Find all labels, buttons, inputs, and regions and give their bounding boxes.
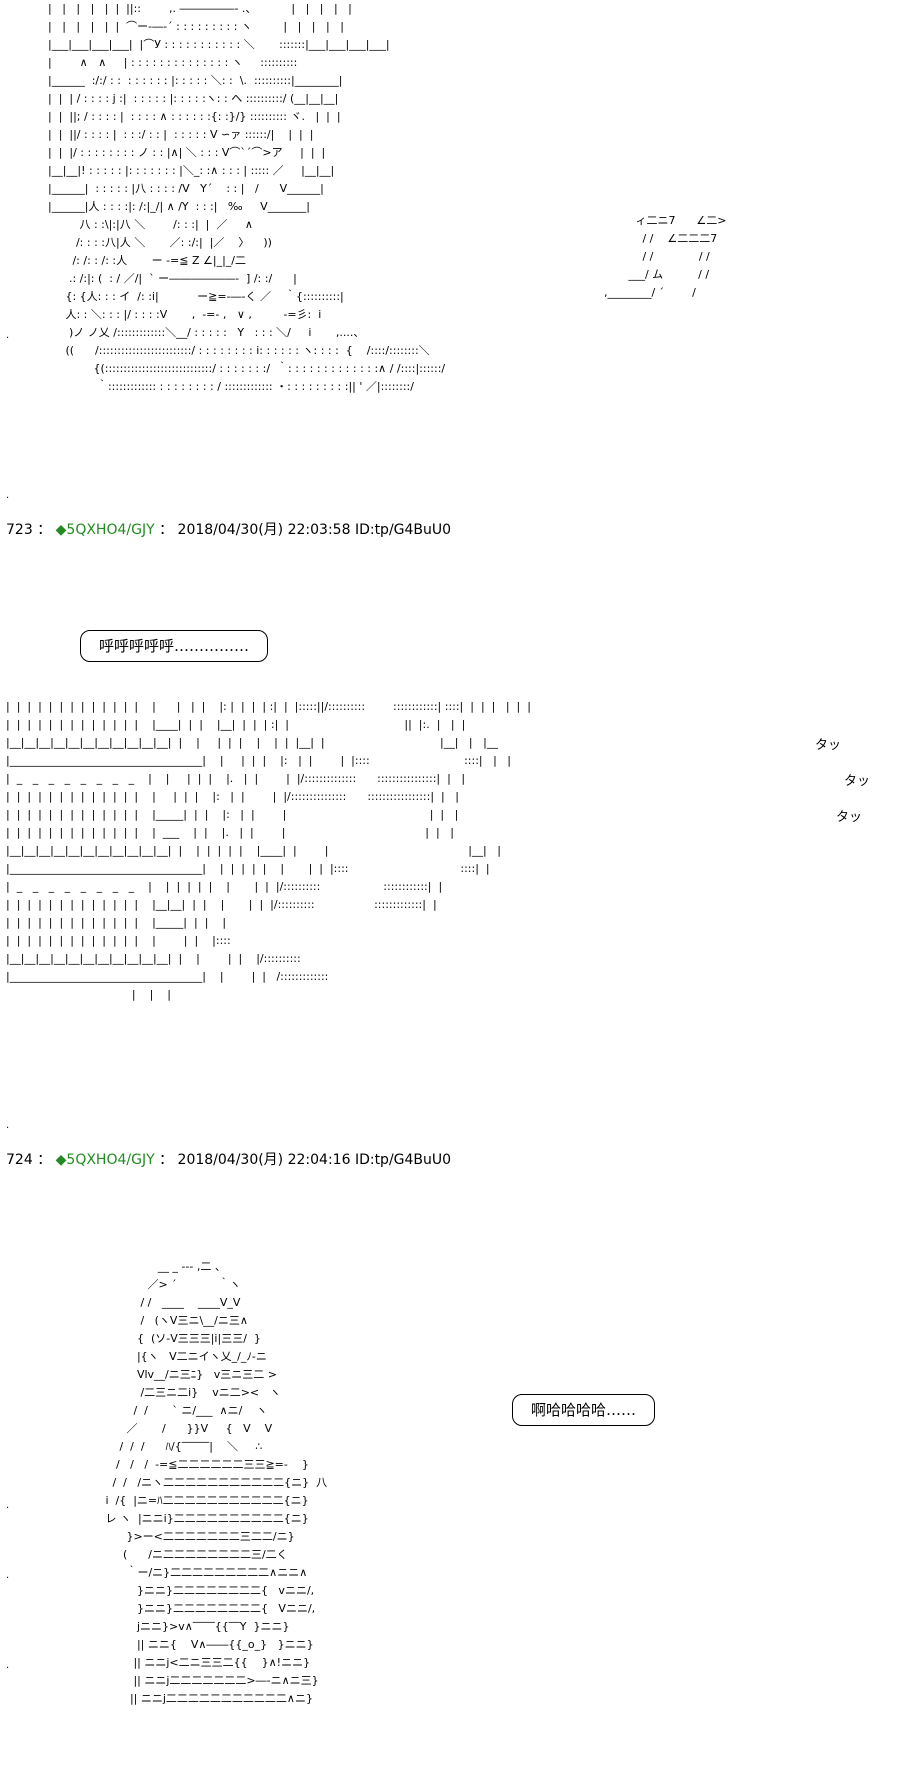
speech-bubble: 呼呼呼呼呼……………	[80, 630, 269, 662]
speech-text: 啊哈哈哈哈……	[531, 1401, 637, 1419]
post-separator: ：	[37, 1152, 52, 1168]
divider-dot: .	[6, 490, 10, 501]
ascii-art-lockers: | | | | | | | | | | | | | | | | | |: | |…	[6, 700, 531, 1001]
post-header: 724 ： ◆5QXHO4/GJY ： 2018/04/30(月) 22:04:…	[6, 1151, 451, 1169]
divider-dot: .	[6, 330, 10, 341]
post-separator: ：	[159, 522, 174, 538]
post-separator: ：	[37, 522, 52, 538]
divider-dot: .	[6, 1660, 10, 1671]
post-datetime: 2018/04/30(月) 22:04:16	[177, 1152, 351, 1168]
sound-effect: タッ	[844, 774, 871, 789]
ascii-art-top: | | | | | | ||:: ,. ―――――‐ .、 | | | | | …	[48, 2, 446, 393]
speech-bubble: 啊哈哈哈哈……	[512, 1394, 656, 1426]
post-id: ID:tp/G4BuU0	[354, 1152, 452, 1168]
post-separator: ：	[159, 1152, 174, 1168]
divider-dot: .	[6, 1570, 10, 1581]
post-id: ID:tp/G4BuU0	[354, 522, 452, 538]
ascii-art-character: __ _ --- ,二 、 ／> ´ ｀ヽ / / ____ ____V_V /…	[105, 1260, 328, 1705]
divider-dot: .	[6, 1120, 10, 1131]
post-number[interactable]: 724	[6, 1152, 33, 1168]
post-header: 723 ： ◆5QXHO4/GJY ： 2018/04/30(月) 22:03:…	[6, 521, 451, 539]
divider-dot: .	[6, 1500, 10, 1511]
post-datetime: 2018/04/30(月) 22:03:58	[177, 522, 351, 538]
kana-lines-art: ィ二ニ7 ∠二> / / ∠二二二7 / / / / ___/ ム / / ,_…	[603, 214, 727, 299]
sound-effect: タッ	[815, 738, 842, 753]
post-tripcode: ◆5QXHO4/GJY	[55, 1152, 155, 1168]
post-number[interactable]: 723	[6, 522, 33, 538]
sound-effect: タッ	[836, 810, 863, 825]
speech-text: 呼呼呼呼呼……………	[99, 637, 250, 655]
post-tripcode: ◆5QXHO4/GJY	[55, 522, 155, 538]
